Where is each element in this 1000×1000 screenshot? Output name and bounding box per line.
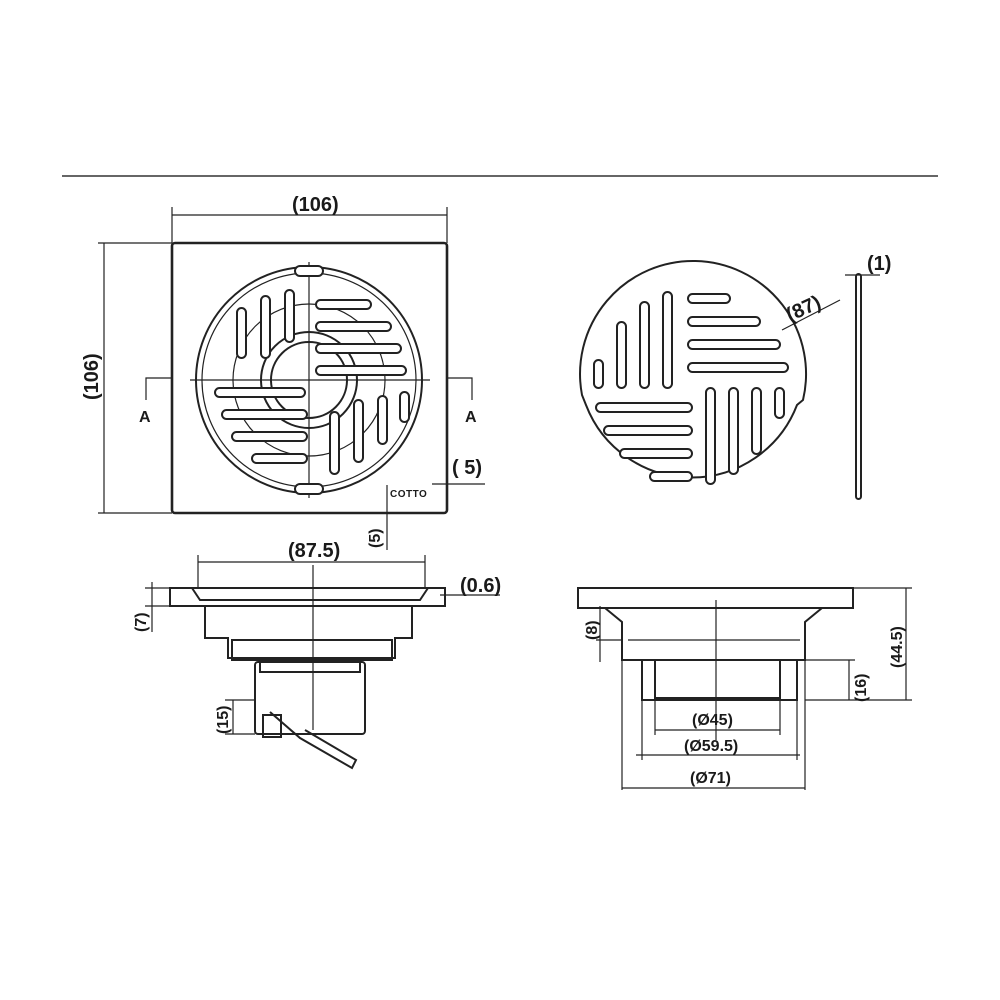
section-view: (8) (44.5) (16) (Ø45) (Ø59.5) (Ø71) — [577, 587, 912, 790]
dim-logo-offset-vertical: (5) — [367, 528, 384, 548]
grate-slot — [728, 387, 739, 475]
dim-line — [781, 299, 841, 331]
top-view-slot — [214, 387, 306, 398]
grate-slot — [662, 291, 673, 389]
dim-flange-thickness: (0.6) — [460, 575, 501, 597]
top-view-slot — [231, 431, 308, 442]
side-flange-top — [191, 587, 429, 601]
grate-profile-bar — [855, 273, 862, 500]
grate-slot — [603, 425, 693, 436]
grate-slot — [687, 293, 731, 304]
section-marker-right — [447, 377, 473, 400]
dim-section-total-height: (44.5) — [889, 626, 906, 668]
grate-slot — [593, 359, 604, 389]
section-outlet-inner — [654, 659, 781, 699]
grate-slot — [619, 448, 693, 459]
grate-view: (87) — [579, 260, 841, 485]
top-view-slot — [284, 289, 295, 343]
section-marker-left — [145, 377, 172, 400]
top-view-slot — [260, 295, 271, 359]
side-body — [204, 606, 413, 659]
top-view-slot — [315, 365, 407, 376]
dim-outlet-d45: (Ø45) — [692, 712, 733, 729]
section-label-right: A — [465, 409, 477, 426]
dim-section-outlet-height: (16) — [853, 674, 870, 702]
top-view-slot — [315, 343, 402, 354]
top-view: COTTO (106) (106) A A ( 5) (5) — [81, 194, 485, 550]
grate-slot — [774, 387, 785, 419]
top-view-slot — [221, 409, 308, 420]
side-trap-clip — [262, 714, 282, 738]
dim-outlet-d59: (Ø59.5) — [684, 738, 738, 755]
side-trap-flap — [269, 711, 358, 770]
dim-grate-diameter: (87) — [783, 292, 825, 327]
grate-slot — [639, 301, 650, 389]
grate-slot — [595, 402, 693, 413]
top-view-slot — [236, 307, 247, 359]
top-view-slot — [377, 395, 388, 445]
section-outlet — [641, 659, 798, 701]
grate-slot — [751, 387, 762, 455]
top-view-slot — [353, 399, 364, 463]
grate-slot — [687, 316, 761, 327]
dim-outlet-d71: (Ø71) — [690, 770, 731, 787]
section-label-left: A — [139, 409, 151, 426]
top-view-slot — [329, 411, 340, 475]
side-flange — [169, 587, 446, 607]
top-view-slot — [399, 391, 410, 423]
top-notch — [294, 265, 324, 277]
grate-slot — [616, 321, 627, 389]
section-body — [604, 607, 823, 661]
dim-top-height: (106) — [81, 353, 103, 400]
dim-top-width: (106) — [292, 194, 339, 216]
dim-flange-height: (7) — [133, 612, 150, 632]
top-view-slot — [315, 299, 372, 310]
top-view-slot — [251, 453, 308, 464]
grate-profile: (1) — [845, 253, 891, 500]
grate-slot — [687, 339, 781, 350]
brand-logo: COTTO — [390, 489, 427, 500]
bottom-notch — [294, 483, 324, 495]
dim-side-width: (87.5) — [288, 540, 340, 562]
dim-logo-offset: ( 5) — [452, 457, 482, 479]
top-view-slot — [315, 321, 392, 332]
dim-grate-thickness: (1) — [867, 253, 891, 275]
dim-section-flange: (8) — [584, 620, 601, 640]
side-trap-top — [259, 659, 361, 673]
grate-slot — [687, 362, 789, 373]
side-view: (87.5) (0.6) (7) (15) — [133, 540, 501, 770]
grate-slot — [649, 471, 693, 482]
grate-slot — [705, 387, 716, 485]
dim-trap-height: (15) — [215, 706, 232, 734]
